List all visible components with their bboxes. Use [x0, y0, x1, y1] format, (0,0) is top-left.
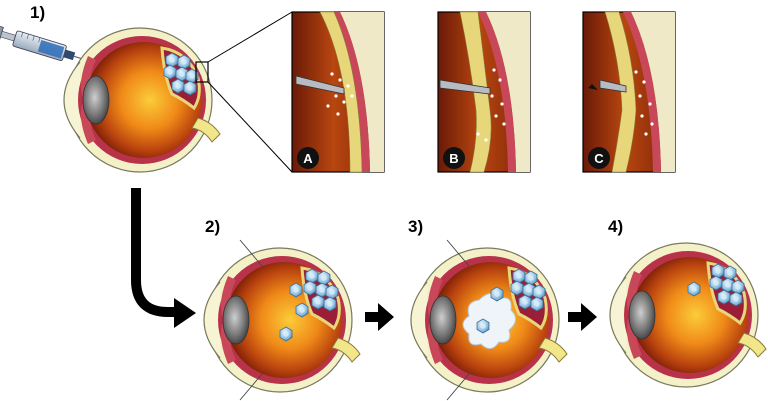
step-4-label: 4)	[608, 217, 623, 236]
detail-panel-a: A	[291, 11, 385, 173]
detail-panel-b: B	[437, 11, 531, 173]
eye-cross-section	[62, 26, 222, 174]
arrow-icon	[568, 303, 597, 331]
zoom-region	[195, 61, 209, 83]
arrow-icon	[131, 188, 196, 328]
gas-bubble	[462, 293, 516, 349]
panel-a-letter: A	[303, 151, 313, 166]
step-1-label: 1)	[30, 3, 45, 22]
panel-b-letter: B	[449, 151, 458, 166]
eye-cross-section	[608, 241, 768, 389]
panel-c-letter: C	[594, 151, 604, 166]
detail-panel-c: C	[582, 11, 676, 173]
step-3-label: 3)	[408, 217, 423, 236]
step-2-label: 2)	[205, 217, 220, 236]
eye-cross-section	[202, 239, 362, 401]
eye-cross-section	[409, 239, 569, 401]
arrow-icon	[365, 303, 394, 331]
